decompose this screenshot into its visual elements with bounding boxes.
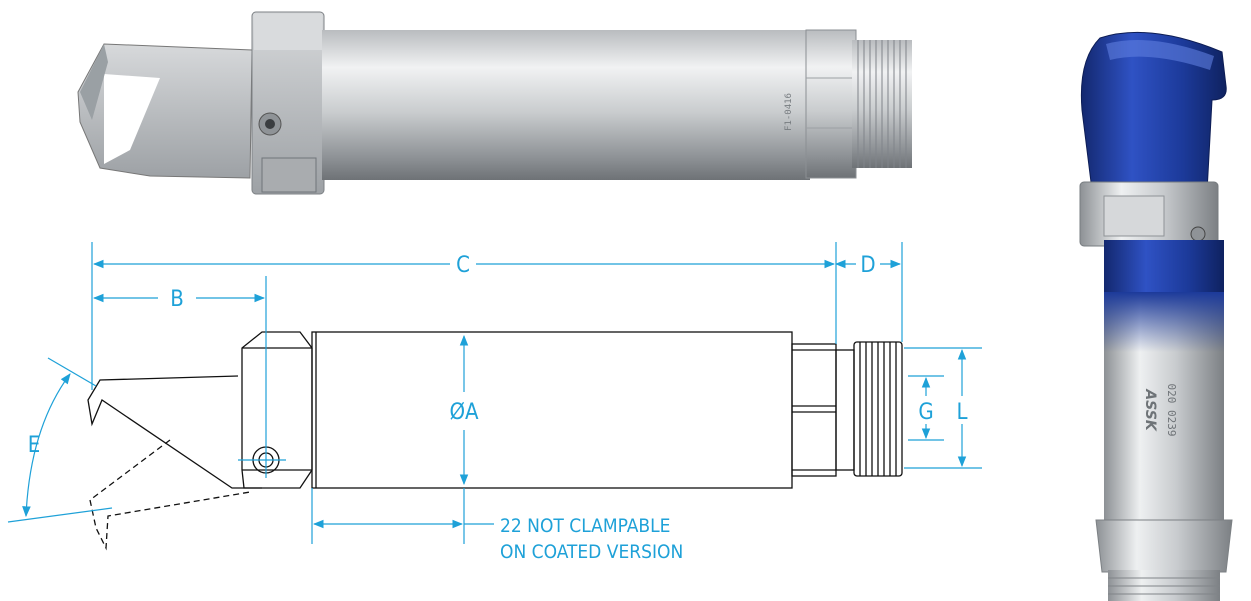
- top-product-photo: F1-0416: [77, 11, 912, 195]
- blue-coated-hook: [1080, 31, 1227, 211]
- head-block-outline: [241, 331, 313, 489]
- brand-engraving: ASSK: [1142, 388, 1158, 432]
- coated-hex-nut: [1095, 519, 1233, 573]
- dim-a-label: ØA: [449, 400, 479, 425]
- coated-product-photo: ASSK 020 0239: [1079, 31, 1233, 601]
- dim-e-arc: [22, 373, 71, 518]
- threaded-end: [852, 40, 912, 168]
- dim-e-label: E: [28, 433, 41, 458]
- jaw-outline-closed: [87, 375, 262, 489]
- dimension-lines: [7, 242, 982, 544]
- dimension-labels: C D B ØA G L E 22 NOT CLAMPABLE ON COATE…: [28, 253, 968, 563]
- thread-outline: [835, 349, 855, 471]
- hex-nut: [805, 29, 857, 179]
- dim-l-label: L: [956, 400, 967, 425]
- jaw-outline-open: [89, 439, 251, 551]
- main-cylinder: [322, 30, 810, 180]
- dim-c-label: C: [456, 253, 470, 278]
- dim-b-label: B: [170, 287, 184, 312]
- coated-engraving: 020 0239: [1165, 384, 1178, 437]
- coated-pin-screw-icon: [1190, 226, 1206, 242]
- dim-d-label: D: [860, 253, 875, 278]
- pin-centre-lines: [238, 276, 286, 478]
- dim-g-label: G: [918, 400, 933, 425]
- thread-ridges: [853, 341, 903, 477]
- note-not-clampable: 22 NOT CLAMPABLE: [500, 515, 670, 537]
- body-outline: [311, 331, 793, 489]
- top-photo-engraving: F1-0416: [784, 93, 794, 131]
- note-coated-version: ON COATED VERSION: [500, 541, 683, 563]
- nut-outline: [791, 343, 837, 477]
- technical-drawing: [87, 331, 903, 551]
- hook-jaw-notch: [104, 74, 160, 164]
